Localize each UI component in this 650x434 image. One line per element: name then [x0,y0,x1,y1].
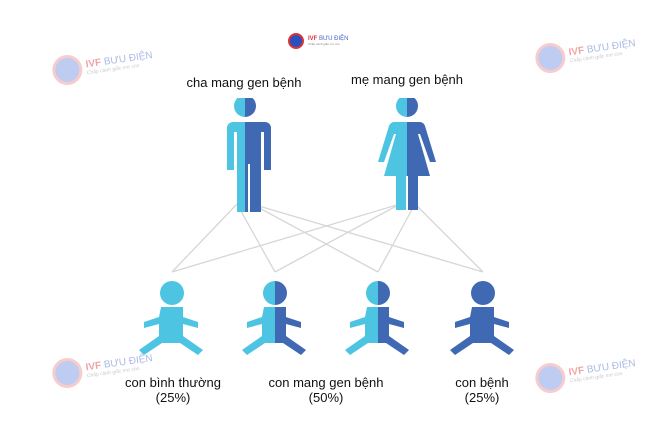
logo-icon [288,33,304,49]
father-label: cha mang gen bệnh [186,75,302,90]
inheritance-lines [171,203,484,273]
mother-figure [378,98,436,210]
child-figure-affected [450,281,514,355]
brand: IVF [308,36,318,42]
child-figure-normal [139,281,203,355]
child-percent: (25%) [464,390,500,405]
logo-icon [50,356,85,390]
logo-icon [533,41,568,75]
inheritance-line [251,203,484,273]
inheritance-line [236,203,276,273]
inheritance-line [171,203,401,273]
inheritance-line [377,203,416,273]
inheritance-line [251,203,379,273]
inheritance-line [171,203,238,273]
child-type: con bệnh [455,375,509,390]
child-percent: (25%) [155,390,191,405]
brand-name: BƯU ĐIỆN [319,36,349,42]
tagline: Chắp cánh giấc mơ con [308,42,340,46]
child-figure-carrier [242,281,306,355]
logo-icon [533,361,568,395]
child-type: con mang gen bệnh [268,375,384,390]
child-label: con mang gen bệnh(50%) [269,375,384,405]
child-label: con bình thường(25%) [125,375,221,405]
inheritance-line [274,203,401,273]
child-type: con bình thường [124,375,222,390]
child-percent: (50%) [308,390,344,405]
mother-label: mẹ mang gen bệnh [350,72,464,87]
child-figure-carrier [345,281,409,355]
logo-icon [50,53,85,87]
inheritance-line [414,203,484,273]
child-label: con bệnh(25%) [455,375,509,405]
father-figure [225,98,271,212]
